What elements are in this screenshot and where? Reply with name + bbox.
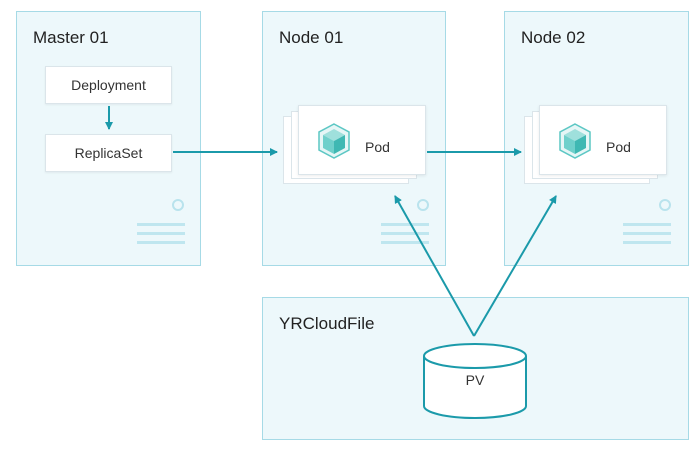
node-01-title: Node 01	[279, 28, 344, 47]
pod-label: Pod	[365, 139, 390, 155]
server-status-icon	[659, 199, 671, 211]
replicaset-box[interactable]: ReplicaSet	[45, 134, 172, 172]
master-01-title: Master 01	[33, 28, 109, 47]
pod-card-node-02[interactable]: Pod	[539, 105, 667, 175]
pv-label: PV	[465, 372, 485, 388]
pod-card-node-01[interactable]: Pod	[298, 105, 426, 175]
server-status-icon	[417, 199, 429, 211]
server-icon	[381, 223, 429, 250]
node-02-title: Node 02	[521, 28, 586, 47]
deployment-box[interactable]: Deployment	[45, 66, 172, 104]
cube-icon	[318, 123, 350, 159]
pod-label: Pod	[606, 139, 631, 155]
yrcloudfile-panel: YRCloudFile	[262, 297, 689, 440]
cube-icon	[559, 123, 591, 159]
server-icon	[623, 223, 671, 250]
yrcloudfile-title: YRCloudFile	[279, 314, 375, 333]
server-status-icon	[172, 199, 184, 211]
server-icon	[137, 223, 185, 250]
